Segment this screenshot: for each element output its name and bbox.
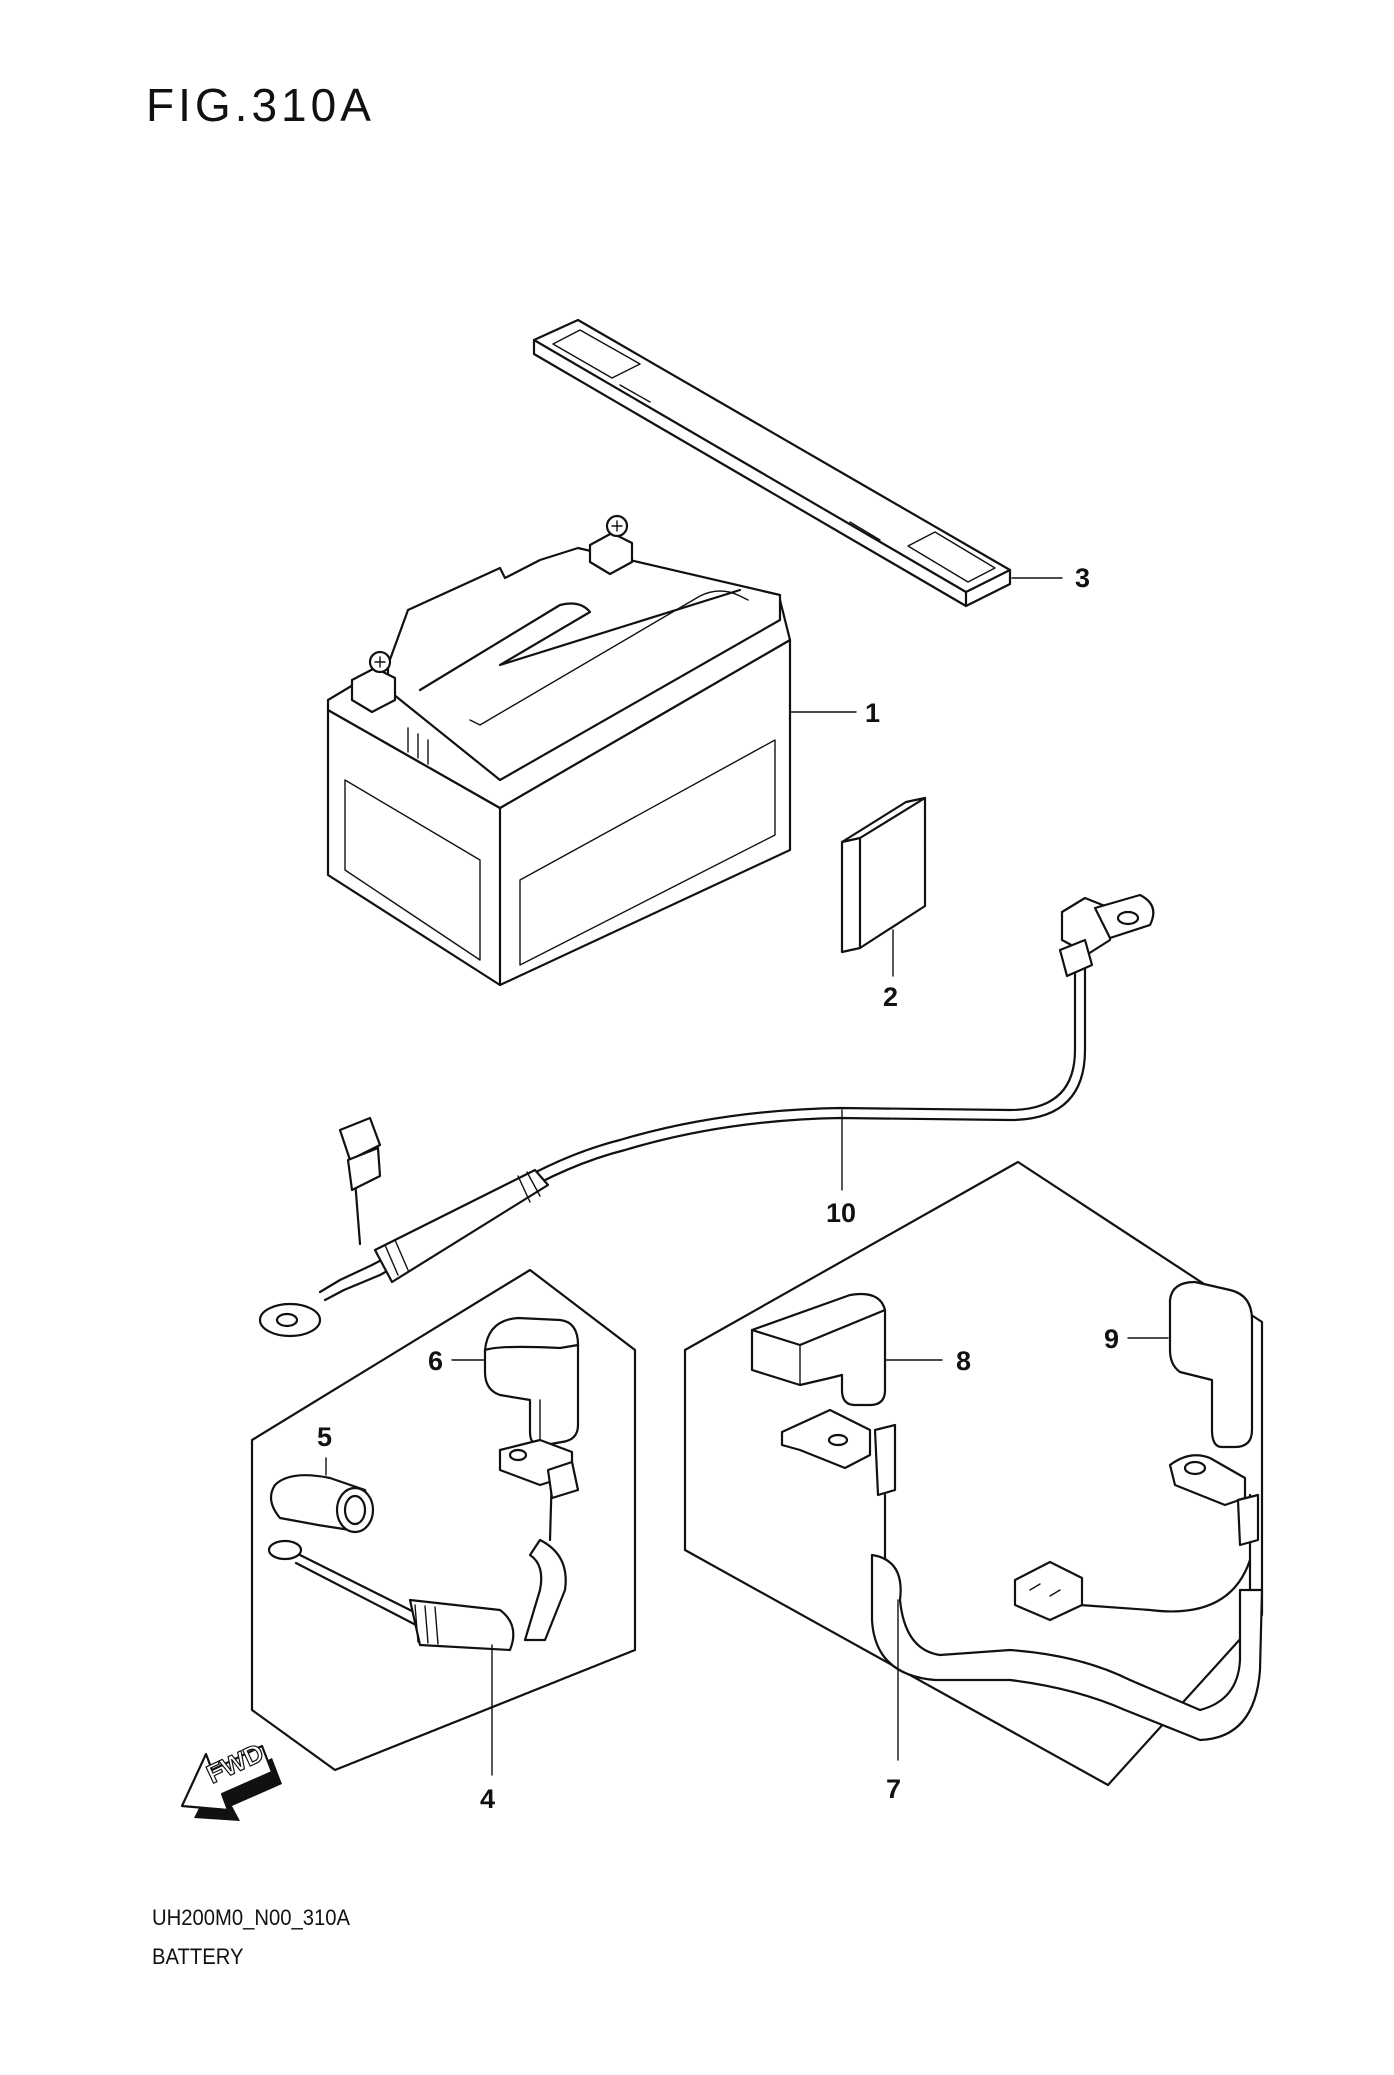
figure-code: UH200M0_N00_310A bbox=[152, 1905, 351, 1930]
callout-2: 2 bbox=[883, 982, 898, 1012]
callout-5: 5 bbox=[317, 1422, 332, 1452]
callout-10: 10 bbox=[826, 1198, 856, 1228]
positive-cable-kit-box bbox=[250, 1268, 637, 1772]
battery-strap-drawing bbox=[532, 318, 1012, 608]
battery-drawing bbox=[326, 514, 792, 987]
callout-leader-lines bbox=[325, 577, 1169, 1776]
negative-cable-kit-box bbox=[683, 1160, 1264, 1787]
figure-name: BATTERY bbox=[152, 1944, 244, 1969]
callout-7: 7 bbox=[886, 1774, 901, 1804]
callout-6: 6 bbox=[428, 1346, 443, 1376]
figure-title: FIG.310A bbox=[146, 79, 375, 131]
cable-drawing bbox=[258, 893, 1155, 1338]
callout-3: 3 bbox=[1075, 563, 1090, 593]
callout-4: 4 bbox=[480, 1784, 495, 1814]
callout-8: 8 bbox=[956, 1346, 971, 1376]
fwd-arrow-icon: FWD bbox=[180, 1737, 282, 1821]
callout-9: 9 bbox=[1104, 1324, 1119, 1354]
battery-label-drawing bbox=[840, 796, 927, 954]
callout-1: 1 bbox=[865, 698, 880, 728]
